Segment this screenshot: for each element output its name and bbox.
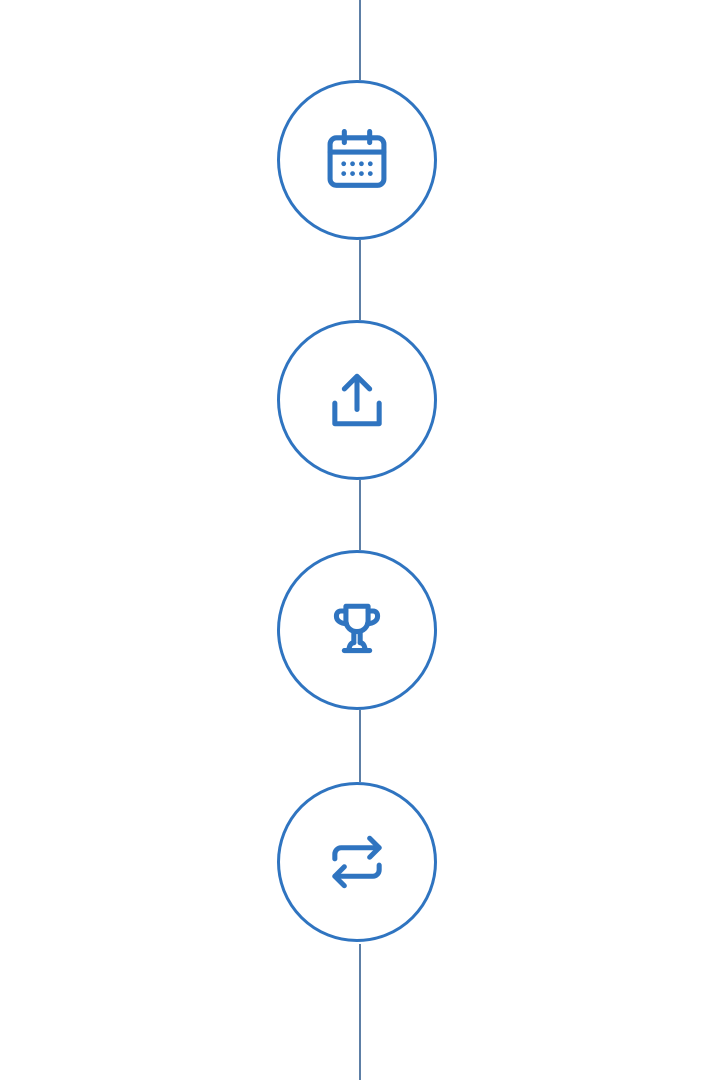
connector-line [359,240,361,320]
upload-icon [332,373,382,427]
connector-line [359,0,361,80]
connector-line [359,944,361,1080]
connector-line [359,710,361,782]
connector-line [359,480,361,550]
step-node-repeat [277,782,437,942]
repeat-icon [332,835,382,889]
calendar-icon [327,128,387,188]
step-node-upload [277,320,437,480]
step-node-calendar [277,80,437,240]
step-node-trophy [277,550,437,710]
trophy-icon [333,603,381,654]
